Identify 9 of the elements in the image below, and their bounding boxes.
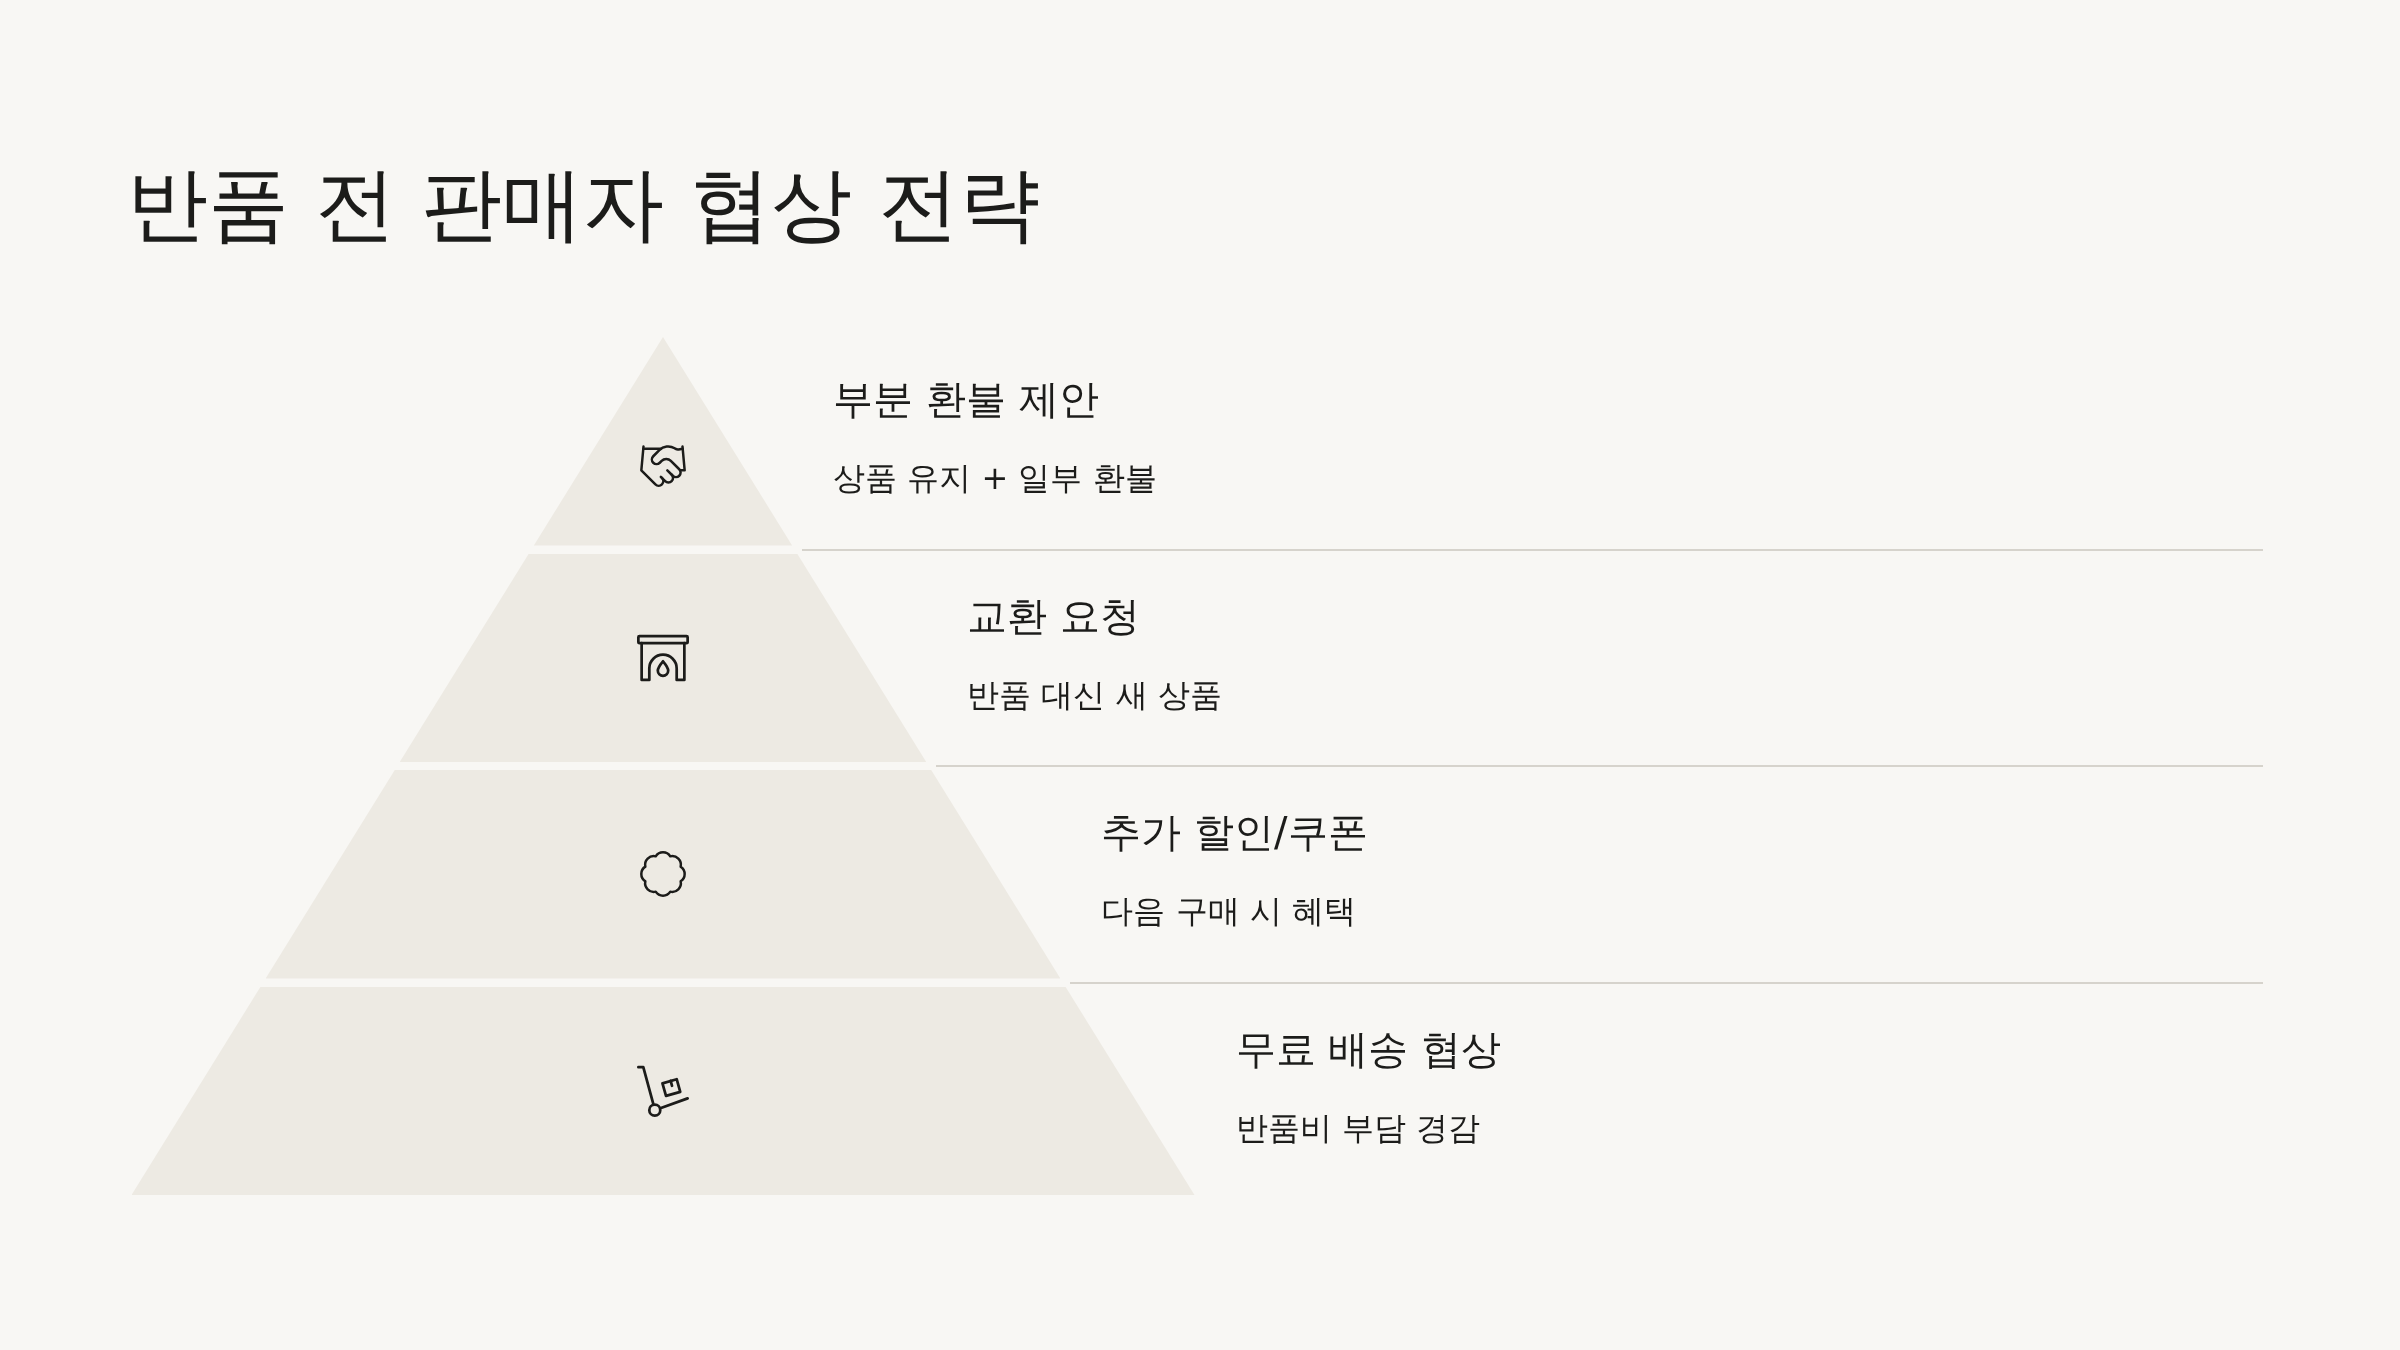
tier-heading: 부분 환불 제안 xyxy=(833,375,1099,423)
tier-heading: 교환 요청 xyxy=(967,591,1140,640)
tier-description: 상품 유지 + 일부 환불 xyxy=(833,459,1157,498)
tier-heading: 무료 배송 협상 xyxy=(1235,1024,1501,1073)
tier-description: 반품 대신 새 상품 xyxy=(967,675,1222,714)
title: 반품 전 판매자 협상 전략 xyxy=(127,156,1040,253)
tier-description: 반품비 부담 경감 xyxy=(1235,1108,1480,1147)
tier-heading: 추가 할인/쿠폰 xyxy=(1101,808,1368,856)
tier-description: 다음 구매 시 혜택 xyxy=(1101,892,1356,931)
